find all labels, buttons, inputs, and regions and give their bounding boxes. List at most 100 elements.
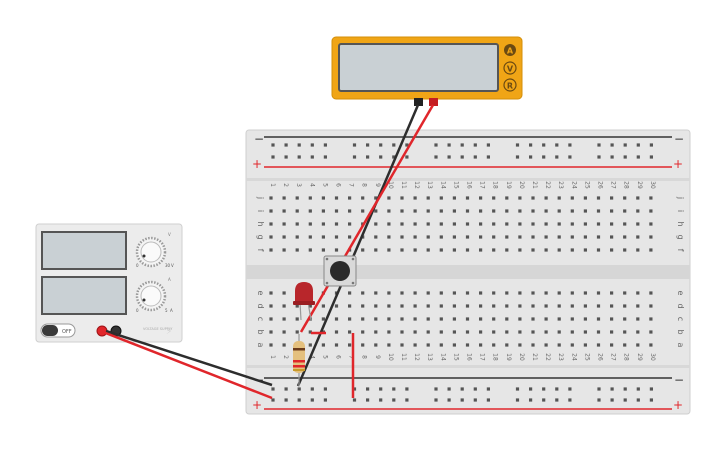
terminal-hole[interactable] <box>649 235 653 239</box>
terminal-hole[interactable] <box>570 291 574 295</box>
terminal-hole[interactable] <box>649 304 653 308</box>
terminal-hole[interactable] <box>479 209 483 213</box>
terminal-hole[interactable] <box>295 196 299 200</box>
mode-button-voltmeter[interactable]: V <box>503 61 517 75</box>
mode-button-ohmmeter[interactable]: R <box>503 78 517 92</box>
terminal-hole[interactable] <box>452 222 456 226</box>
rail-hole[interactable] <box>649 387 653 391</box>
terminal-hole[interactable] <box>623 343 627 347</box>
terminal-hole[interactable] <box>479 304 483 308</box>
rail-hole[interactable] <box>555 398 559 402</box>
terminal-hole[interactable] <box>570 209 574 213</box>
terminal-hole[interactable] <box>413 317 417 321</box>
terminal-hole[interactable] <box>570 248 574 252</box>
terminal-hole[interactable] <box>452 304 456 308</box>
terminal-hole[interactable] <box>348 209 352 213</box>
terminal-hole[interactable] <box>334 343 339 347</box>
terminal-hole[interactable] <box>505 291 509 295</box>
terminal-hole[interactable] <box>544 343 548 347</box>
rail-hole[interactable] <box>366 155 370 159</box>
rail-hole[interactable] <box>636 387 640 391</box>
rail-hole[interactable] <box>649 155 653 159</box>
terminal-hole[interactable] <box>361 248 365 252</box>
terminal-hole[interactable] <box>492 209 496 213</box>
rail-hole[interactable] <box>310 143 314 147</box>
rail-hole[interactable] <box>542 155 546 159</box>
terminal-hole[interactable] <box>426 209 430 213</box>
terminal-hole[interactable] <box>400 222 404 226</box>
rail-hole[interactable] <box>597 387 601 391</box>
terminal-hole[interactable] <box>308 196 312 200</box>
voltage-dial[interactable] <box>135 236 167 268</box>
terminal-hole[interactable] <box>348 291 352 295</box>
rail-hole[interactable] <box>284 143 288 147</box>
rail-hole[interactable] <box>271 398 275 402</box>
rail-hole[interactable] <box>473 387 477 391</box>
wire-meter-red[interactable] <box>299 104 435 333</box>
terminal-hole[interactable] <box>439 304 443 308</box>
terminal-hole[interactable] <box>361 209 365 213</box>
rail-hole[interactable] <box>623 143 627 147</box>
terminal-hole[interactable] <box>583 222 587 226</box>
rail-hole[interactable] <box>405 143 409 147</box>
terminal-hole[interactable] <box>636 317 640 321</box>
rail-hole[interactable] <box>636 155 640 159</box>
terminal-hole[interactable] <box>439 248 443 252</box>
terminal-hole[interactable] <box>361 196 365 200</box>
terminal-hole[interactable] <box>544 330 548 334</box>
terminal-hole[interactable] <box>308 235 312 239</box>
terminal-hole[interactable] <box>387 304 391 308</box>
rail-hole[interactable] <box>310 387 314 391</box>
terminal-hole[interactable] <box>400 330 404 334</box>
terminal-hole[interactable] <box>439 317 443 321</box>
terminal-hole[interactable] <box>361 343 365 347</box>
multimeter[interactable]: A V R <box>331 36 523 106</box>
terminal-hole[interactable] <box>269 209 273 213</box>
rail-hole[interactable] <box>379 155 383 159</box>
terminal-hole[interactable] <box>518 196 522 200</box>
terminal-hole[interactable] <box>439 222 443 226</box>
rail-hole[interactable] <box>366 143 370 147</box>
rail-hole[interactable] <box>323 398 327 402</box>
terminal-hole[interactable] <box>282 304 286 308</box>
rail-hole[interactable] <box>649 398 653 402</box>
rail-hole[interactable] <box>597 155 601 159</box>
terminal-hole[interactable] <box>452 209 456 213</box>
rail-hole[interactable] <box>610 143 614 147</box>
terminal-hole[interactable] <box>295 248 299 252</box>
rail-hole[interactable] <box>366 387 370 391</box>
terminal-hole[interactable] <box>426 291 430 295</box>
terminal-hole[interactable] <box>583 304 587 308</box>
terminal-hole[interactable] <box>387 248 391 252</box>
terminal-hole[interactable] <box>439 209 443 213</box>
terminal-hole[interactable] <box>348 196 352 200</box>
rail-hole[interactable] <box>486 143 490 147</box>
positive-terminal[interactable] <box>96 325 108 337</box>
terminal-hole[interactable] <box>610 209 614 213</box>
rail-hole[interactable] <box>597 143 601 147</box>
terminal-hole[interactable] <box>321 317 325 321</box>
wire-supply-black[interactable] <box>105 329 273 387</box>
terminal-hole[interactable] <box>531 317 535 321</box>
terminal-hole[interactable] <box>557 196 561 200</box>
terminal-hole[interactable] <box>452 196 456 200</box>
terminal-hole[interactable] <box>649 330 653 334</box>
terminal-hole[interactable] <box>531 304 535 308</box>
terminal-hole[interactable] <box>623 248 627 252</box>
rail-hole[interactable] <box>297 155 301 159</box>
mode-button-ammeter[interactable]: A <box>504 44 516 56</box>
terminal-hole[interactable] <box>518 291 522 295</box>
led[interactable] <box>293 282 315 321</box>
terminal-hole[interactable] <box>295 330 299 334</box>
terminal-hole[interactable] <box>544 235 548 239</box>
terminal-hole[interactable] <box>557 317 561 321</box>
rail-hole[interactable] <box>555 143 559 147</box>
terminal-hole[interactable] <box>610 330 614 334</box>
rail-hole[interactable] <box>434 387 438 391</box>
terminal-hole[interactable] <box>413 196 417 200</box>
rail-hole[interactable] <box>473 143 477 147</box>
terminal-hole[interactable] <box>321 209 325 213</box>
terminal-hole[interactable] <box>400 304 404 308</box>
terminal-hole[interactable] <box>374 317 378 321</box>
